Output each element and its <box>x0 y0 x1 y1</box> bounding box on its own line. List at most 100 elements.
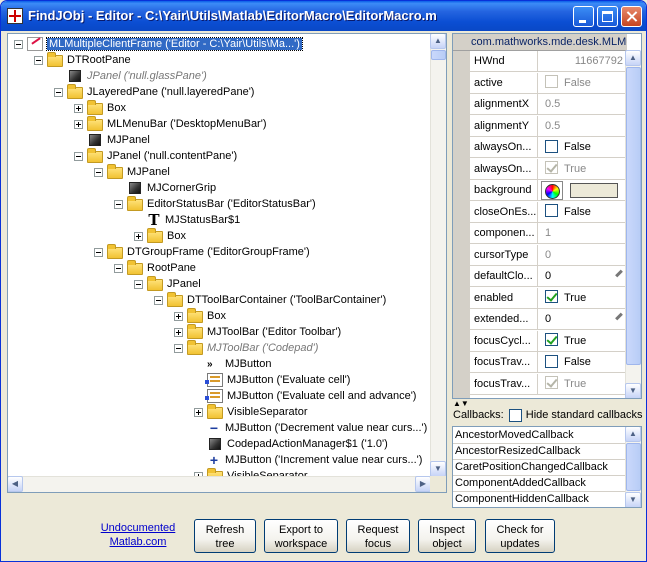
color-picker-icon[interactable] <box>541 181 563 200</box>
tree-node-label[interactable]: Box <box>107 102 126 114</box>
expand-icon[interactable] <box>74 103 83 113</box>
tree-node[interactable]: Box <box>134 228 186 244</box>
property-checkbox[interactable] <box>545 354 558 368</box>
expand-icon[interactable] <box>174 327 183 337</box>
tree-node[interactable]: CodepadActionManager$1 ('1.0') <box>194 436 388 452</box>
property-row[interactable]: closeOnEs...False <box>470 201 627 223</box>
expand-icon[interactable] <box>134 231 143 241</box>
tree-node[interactable]: MJButton ('Evaluate cell') <box>194 372 350 388</box>
tree-node-label[interactable]: MJButton ('Evaluate cell and advance') <box>227 390 417 402</box>
tree-node[interactable]: MJCornerGrip <box>114 180 216 196</box>
tree-node[interactable]: MLMultipleClientFrame ('Editor - C:\Yair… <box>14 36 303 52</box>
property-value[interactable]: False <box>539 202 627 223</box>
property-value[interactable]: True <box>539 374 627 395</box>
property-value[interactable]: 11667792 <box>539 51 627 72</box>
collapse-icon[interactable] <box>94 247 103 257</box>
tree-node-label[interactable]: MJButton <box>225 358 272 370</box>
property-checkbox[interactable] <box>545 333 558 347</box>
refresh-tree-button[interactable]: Refresh tree <box>194 519 256 553</box>
tree-node-label[interactable]: EditorStatusBar ('EditorStatusBar') <box>147 198 316 210</box>
expand-icon[interactable] <box>194 471 203 476</box>
tree-node-label[interactable]: Box <box>167 230 186 242</box>
tree-node-label[interactable]: VisibleSeparator <box>227 470 308 476</box>
property-checkbox[interactable] <box>545 290 558 304</box>
tree-node-label[interactable]: MJCornerGrip <box>147 182 217 194</box>
check-for-updates-button[interactable]: Check for updates <box>485 519 555 553</box>
scroll-down-arrow-icon[interactable]: ▼ <box>430 461 446 477</box>
link-line-2[interactable]: Matlab.com <box>109 536 167 548</box>
splitter-arrows-icon[interactable]: ▲▼ <box>453 399 469 408</box>
tree-node[interactable]: »MJButton <box>194 356 271 372</box>
undocumented-matlab-link[interactable]: Undocumented Matlab.com <box>93 521 183 549</box>
tree-node-label[interactable]: RootPane <box>147 262 196 274</box>
property-checkbox[interactable] <box>545 139 558 153</box>
scroll-up-arrow-icon[interactable]: ▲ <box>430 34 446 49</box>
property-vertical-scrollbar[interactable]: ▲ ▼ <box>625 50 641 398</box>
tree-node-label[interactable]: CodepadActionManager$1 ('1.0') <box>227 438 388 450</box>
property-value[interactable]: True <box>539 288 627 309</box>
callback-item[interactable]: ComponentHiddenCallback <box>453 492 625 507</box>
expand-icon[interactable] <box>74 119 83 129</box>
property-value[interactable]: False <box>539 352 627 373</box>
property-row[interactable]: focusTrav...False <box>470 352 627 373</box>
tree-node[interactable]: JPanel <box>134 276 201 292</box>
tree-node[interactable]: −MJButton ('Decrement value near curs...… <box>194 420 427 436</box>
collapse-icon[interactable] <box>154 295 163 305</box>
tree-node-label[interactable]: MJButton ('Increment value near curs...'… <box>225 454 423 466</box>
tree-node[interactable]: VisibleSeparator <box>194 468 308 476</box>
property-row[interactable]: background <box>470 180 627 201</box>
property-value[interactable]: 0.5 <box>539 116 627 137</box>
tree-node-label[interactable]: MJPanel <box>107 134 150 146</box>
cb-scroll-down-arrow-icon[interactable]: ▼ <box>625 492 641 507</box>
prop-vscroll-thumb[interactable] <box>626 67 641 365</box>
callback-item[interactable]: AncestorResizedCallback <box>453 444 625 460</box>
property-row[interactable]: alwaysOn...True <box>470 158 627 180</box>
tree-node-label[interactable]: MJToolBar ('Codepad') <box>207 342 319 354</box>
property-value[interactable]: True <box>539 159 627 180</box>
tree-node-label[interactable]: JPanel ('null.contentPane') <box>107 150 238 162</box>
property-row[interactable]: focusTrav...True <box>470 373 627 395</box>
request-focus-button[interactable]: Request focus <box>346 519 410 553</box>
tree-node[interactable]: Box <box>174 308 226 324</box>
expand-icon[interactable] <box>194 407 203 417</box>
tree-node[interactable]: +MJButton ('Increment value near curs...… <box>194 452 422 468</box>
callback-item[interactable]: CaretPositionChangedCallback <box>453 460 625 476</box>
property-value[interactable]: True <box>539 331 627 352</box>
hide-standard-callbacks-label[interactable]: Hide standard callbacks <box>525 409 643 421</box>
tree-node[interactable]: MJPanel <box>74 132 150 148</box>
color-swatch[interactable] <box>570 183 618 198</box>
tree-node[interactable]: MJToolBar ('Editor Toolbar') <box>174 324 341 340</box>
collapse-icon[interactable] <box>114 199 123 209</box>
property-value[interactable]: False <box>539 73 627 94</box>
tree-node-label[interactable]: DTToolBarContainer ('ToolBarContainer') <box>187 294 387 306</box>
tree-horizontal-scrollbar[interactable]: ◀ ▶ <box>8 476 431 492</box>
tree-node-label[interactable]: MLMultipleClientFrame ('Editor - C:\Yair… <box>46 37 303 51</box>
tree-node-label[interactable]: Box <box>207 310 226 322</box>
tree-node[interactable]: DTRootPane <box>34 52 131 68</box>
property-value[interactable]: 0 <box>539 245 627 266</box>
property-value[interactable]: 0 <box>539 266 627 287</box>
maximize-button[interactable] <box>597 6 618 27</box>
tree-node[interactable]: JLayeredPane ('null.layeredPane') <box>54 84 254 100</box>
property-row[interactable]: focusCycl...True <box>470 330 627 352</box>
tree-node-label[interactable]: MJButton ('Decrement value near curs...'… <box>225 422 428 434</box>
tree-node-label[interactable]: JPanel ('null.glassPane') <box>87 70 207 82</box>
tree-node[interactable]: Box <box>74 100 126 116</box>
tree-node-label[interactable]: DTGroupFrame ('EditorGroupFrame') <box>127 246 310 258</box>
cb-scroll-up-arrow-icon[interactable]: ▲ <box>625 427 641 442</box>
cb-vscroll-thumb[interactable] <box>626 443 641 491</box>
collapse-icon[interactable] <box>54 87 63 97</box>
collapse-icon[interactable] <box>174 343 183 353</box>
tree-node-label[interactable]: JLayeredPane ('null.layeredPane') <box>87 86 255 98</box>
pencil-icon[interactable] <box>615 312 623 321</box>
callback-item[interactable]: AncestorMovedCallback <box>453 428 625 444</box>
prop-scroll-down-arrow-icon[interactable]: ▼ <box>625 383 641 398</box>
inspect-object-button[interactable]: Inspect object <box>418 519 476 553</box>
property-row[interactable]: alwaysOn...False <box>470 137 627 158</box>
property-value[interactable]: 1 <box>539 223 627 244</box>
